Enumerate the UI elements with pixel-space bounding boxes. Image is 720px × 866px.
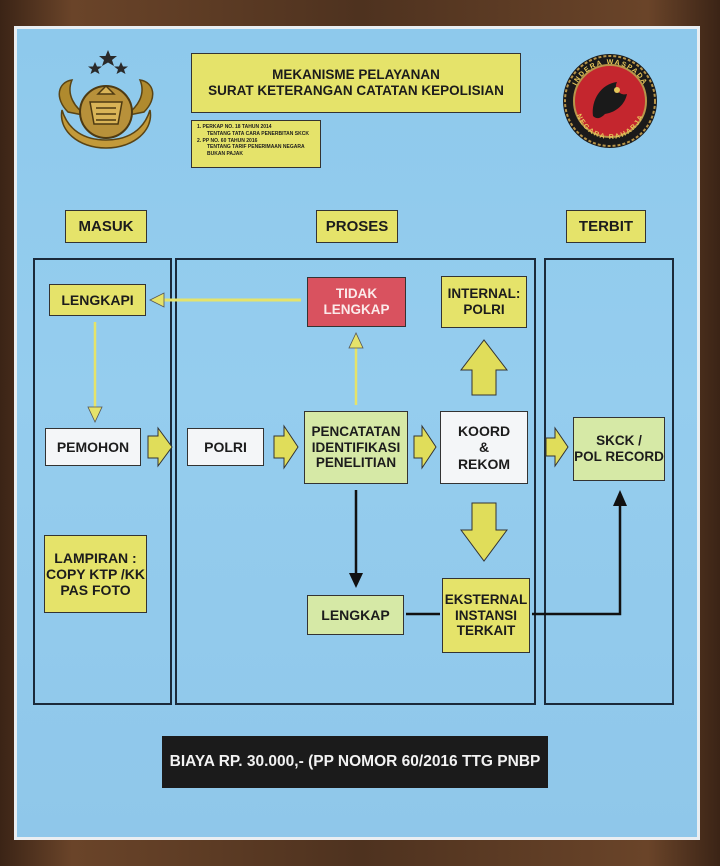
ref-1-line-2: TENTANG TATA CARA PENERBITAN SKCK: [207, 130, 309, 137]
column-header-masuk: MASUK: [65, 210, 147, 243]
node-lengkapi: LENGKAPI: [49, 284, 146, 316]
node-polri: POLRI: [187, 428, 264, 466]
node-pemohon: PEMOHON: [45, 428, 141, 466]
column-frame-proses: [175, 258, 536, 705]
indera-waspada-logo: INDERA WASPADA NEGARA RAHARJA: [563, 54, 657, 148]
node-lengkapi-label: LENGKAPI: [61, 291, 134, 308]
node-pencatatan-line-1: PENCATATAN: [311, 424, 401, 440]
node-pemohon-label: PEMOHON: [56, 438, 130, 455]
ref-2-line-1: 2. PP NO. 60 TAHUN 2016: [197, 137, 258, 144]
node-koord-line-3: REKOM: [457, 455, 511, 472]
footer-cost-text: BIAYA RP. 30.000,- (PP NOMOR 60/2016 TTG…: [169, 753, 541, 771]
title-line-1: MEKANISME PELAYANAN: [272, 67, 440, 83]
node-eksternal: EKSTERNAL INSTANSI TERKAIT: [442, 578, 530, 653]
ref-1-line-1: 1. PERKAP NO. 18 TAHUN 2014: [197, 124, 272, 130]
node-tidak-lengkap-line-2: LENGKAP: [323, 302, 390, 317]
ref-2-line-3: BUKAN PAJAK: [207, 151, 244, 157]
ref-2-line-2: TENTANG TARIF PENERIMAAN NEGARA: [207, 144, 305, 151]
column-header-masuk-label: MASUK: [78, 217, 134, 235]
police-emblem-logo: [58, 50, 154, 149]
node-tidak-lengkap-line-1: TIDAK: [335, 286, 378, 302]
node-lampiran-line-2: COPY KTP /KK: [45, 565, 146, 582]
node-eksternal-line-1: EKSTERNAL: [444, 592, 528, 608]
node-lengkap-label: LENGKAP: [321, 606, 390, 623]
title-line-2: SURAT KETERANGAN CATATAN KEPOLISIAN: [208, 83, 504, 98]
node-skck-pol-record: SKCK / POL RECORD: [573, 417, 665, 481]
node-eksternal-line-3: TERKAIT: [456, 623, 516, 639]
node-lengkap: LENGKAP: [307, 595, 404, 635]
node-pencatatan: PENCATATAN IDENTIFIKASI PENELITIAN: [304, 411, 408, 484]
column-header-proses: PROSES: [316, 210, 398, 243]
node-internal-line-1: INTERNAL:: [447, 286, 521, 302]
node-eksternal-line-2: INSTANSI: [454, 607, 517, 623]
node-koord-line-1: KOORD: [457, 423, 511, 440]
node-tidak-lengkap: TIDAK LENGKAP: [307, 277, 406, 327]
node-koord-line-2: &: [478, 439, 490, 456]
node-skck-line-1: SKCK /: [596, 433, 642, 449]
column-header-proses-label: PROSES: [325, 217, 389, 235]
node-skck-line-2: POL RECORD: [574, 449, 664, 464]
column-header-terbit-label: TERBIT: [578, 217, 634, 235]
node-pencatatan-line-3: PENELITIAN: [315, 455, 397, 471]
node-internal-polri: INTERNAL: POLRI: [441, 276, 527, 328]
title-box: MEKANISME PELAYANAN SURAT KETERANGAN CAT…: [191, 53, 521, 113]
column-header-terbit: TERBIT: [566, 210, 646, 243]
node-lampiran-line-3: PAS FOTO: [60, 582, 131, 599]
node-internal-line-2: POLRI: [463, 302, 505, 317]
legal-references: 1. PERKAP NO. 18 TAHUN 2014 TENTANG TATA…: [191, 120, 321, 168]
node-pencatatan-line-2: IDENTIFIKASI: [311, 439, 401, 455]
node-lampiran: LAMPIRAN : COPY KTP /KK PAS FOTO: [44, 535, 147, 613]
column-frame-terbit: [544, 258, 674, 705]
node-koord-rekom: KOORD & REKOM: [440, 411, 528, 484]
footer-cost-bar: BIAYA RP. 30.000,- (PP NOMOR 60/2016 TTG…: [162, 736, 548, 788]
node-lampiran-line-1: LAMPIRAN :: [54, 549, 137, 566]
node-polri-label: POLRI: [204, 438, 247, 455]
column-frame-masuk: [33, 258, 172, 705]
